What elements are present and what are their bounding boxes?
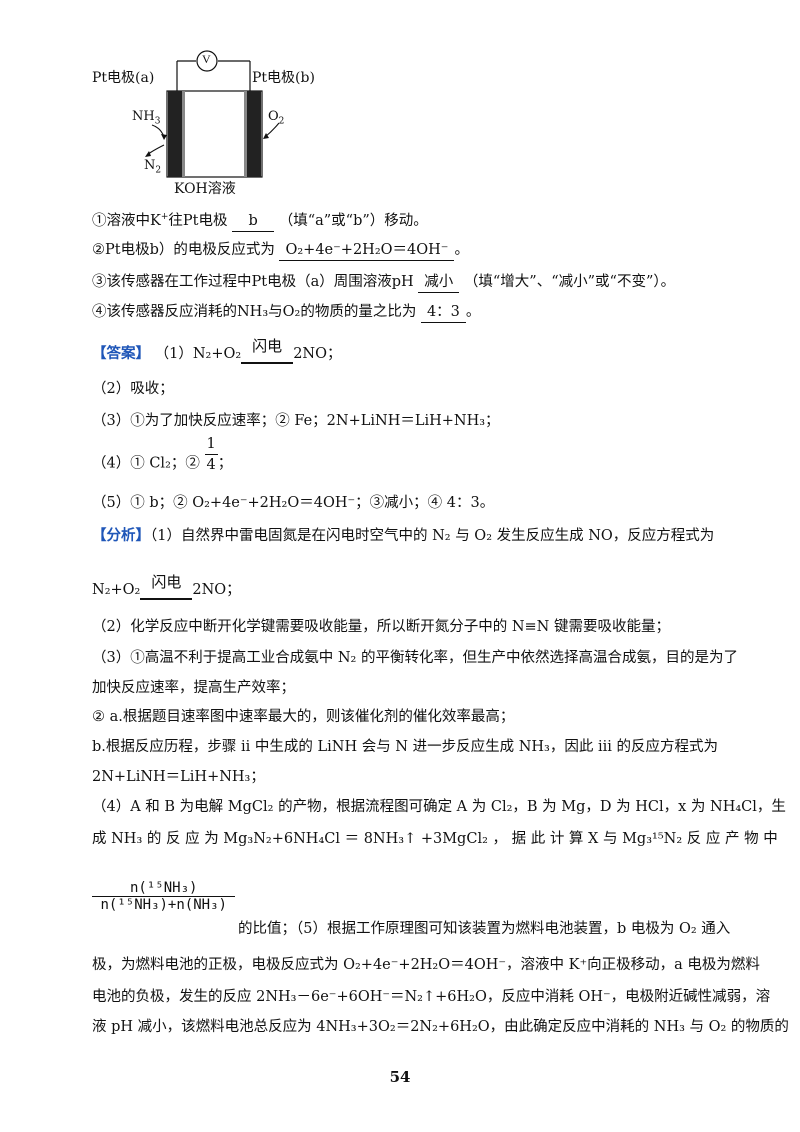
answer-3: （3）①为了加快反应速率；② Fe；2N+LiNH＝LiH+NH₃； [92,413,500,429]
answer-tag: 【答案】 [92,345,150,362]
lightning-condition: 闪电 [241,337,294,364]
question-4: ④该传感器反应消耗的NH₃与O₂的物质的量之比为 4：3。 [92,302,480,323]
analysis-4b: 成 NH₃ 的 反 应 为 Mg₃N₂+6NH₄Cl ＝ 8NH₃↑ +3MgC… [92,831,778,847]
electrode-b-label: Pt电极(b) [252,70,315,86]
answer-blank-2: O₂+4e⁻+2H₂O＝4OH⁻ [279,240,455,261]
analysis-2: （2）化学反应中断开化学键需要吸收能量，所以断开氮分子中的 N≡N 键需要吸收能… [92,619,670,635]
voltmeter [196,50,218,72]
answer-5: （5）① b；② O₂+4e⁻+2H₂O＝4OH⁻；③减小；④ 4：3。 [92,495,495,511]
ratio-fraction: n(¹⁵NH₃)n(¹⁵NH₃)+n(NH₃) [92,880,236,913]
solution-label: KOH溶液 [174,181,236,197]
analysis-tag: 【分析】 [92,527,150,544]
analysis-1: 【分析】（1）自然界中雷电固氮是在闪电时空气中的 N₂ 与 O₂ 发生反应生成 … [92,527,715,544]
nh3-label: NH3 [132,109,161,127]
electrode-b [247,91,261,177]
electrode-a-label: Pt电极(a) [92,70,155,86]
voltmeter-label: V [202,52,211,66]
answer-blank-4: 4：3 [420,302,466,323]
question-2: ②Pt电极b）的电极反应式为 O₂+4e⁻+2H₂O＝4OH⁻。 [92,240,469,261]
fuel-cell-diagram: V Pt电极(a) Pt电极(b) NH3 N2 O2 KOH溶液 [92,45,315,197]
lightning-condition-2: 闪电 [140,573,193,600]
answer-2: （2）吸收； [92,381,174,397]
analysis-4c: 的比值；（5）根据工作原理图可知该装置为燃料电池装置，b 电极为 O₂ 通入 [238,921,731,937]
analysis-5c: 液 pH 减小，该燃料电池总反应为 4NH₃+3O₂＝2N₂+6H₂O，由此确定… [92,1019,789,1035]
analysis-3e: 2N+LiNH＝LiH+NH₃； [92,769,265,785]
analysis-3a: （3）①高温不利于提高工业合成氨中 N₂ 的平衡转化率，但生产中依然选择高温合成… [92,650,738,666]
answer-blank-1: b [232,211,275,232]
analysis-3b: 加快反应速率，提高生产效率； [92,680,295,696]
analysis-3d: b.根据反应历程，步骤 ii 中生成的 LiNH 会与 N 进一步反应生成 NH… [92,739,718,755]
o2-label: O2 [268,109,285,127]
analysis-4a: （4）A 和 B 为电解 MgCl₂ 的产物，根据流程图可确定 A 为 Cl₂，… [92,799,786,815]
analysis-5b: 电池的负极，发生的反应 2NH₃－6e⁻+6OH⁻＝N₂↑+6H₂O，反应中消耗… [92,989,771,1005]
electrode-a [168,91,182,177]
question-1: ①溶液中K+往Pt电极 b （填“a”或“b”）移动。 [92,207,428,232]
analysis-3c: ② a.根据题目速率图中速率最大的，则该催化剂的催化效率最高； [92,709,515,725]
page-number: 54 [389,1068,411,1086]
analysis-5a: 极，为燃料电池的正极，电极反应式为 O₂+4e⁻+2H₂O＝4OH⁻，溶液中 K… [92,957,760,973]
answer-blank-3: 减小 [418,272,460,293]
fuel-cell-svg [145,50,280,178]
n2-label: N2 [144,158,162,176]
question-3: ③该传感器在工作过程中Pt电极（a）周围溶液pH 减小 （填“增大”、“减小”或… [92,272,675,293]
